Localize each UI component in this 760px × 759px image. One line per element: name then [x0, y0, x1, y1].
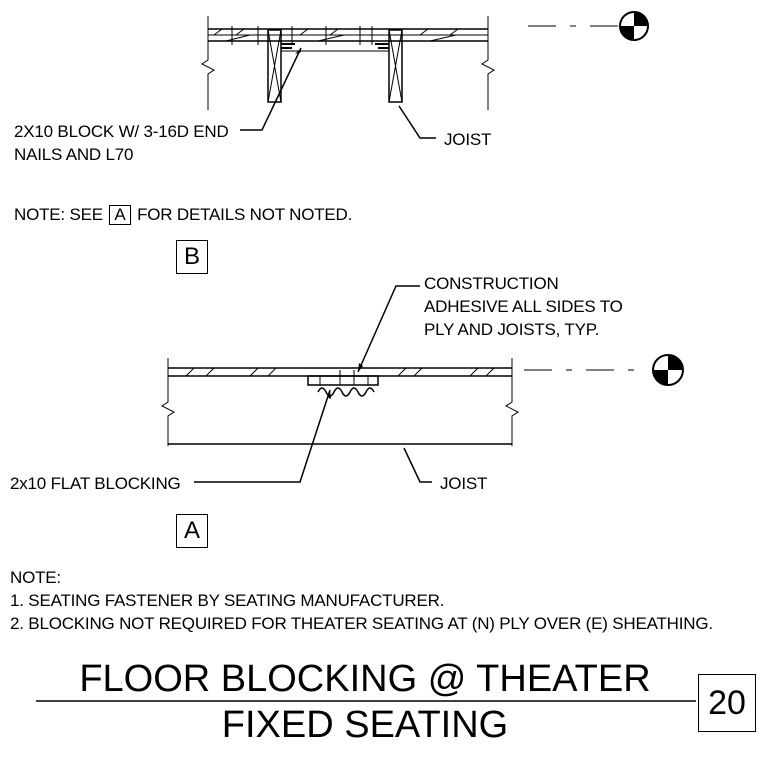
joist-callout-a: JOIST: [440, 474, 488, 493]
drawing-title-line1: FLOOR BLOCKING @ THEATER: [79, 658, 651, 700]
note-item-1: 1. SEATING FASTENER BY SEATING MANUFACTU…: [10, 591, 445, 610]
note-prefix: NOTE: SEE: [14, 205, 103, 224]
note-suffix: FOR DETAILS NOT NOTED.: [137, 205, 353, 224]
section-marker-icon: [619, 11, 649, 41]
block-callout-line1: 2X10 BLOCK W/ 3-16D END: [14, 122, 229, 141]
section-marker-icon: [652, 354, 684, 386]
detail-a-section: [161, 285, 684, 483]
drawing-title-line2: FIXED SEATING: [221, 704, 509, 746]
adhesive-callout-line1: CONSTRUCTION: [424, 274, 559, 293]
note-see-detail: NOTE: SEE A FOR DETAILS NOT NOTED.: [14, 204, 352, 225]
note-detail-ref: A: [109, 205, 131, 225]
adhesive-callout-line3: PLY AND JOISTS, TYP.: [424, 320, 600, 339]
joist-callout-b: JOIST: [444, 130, 492, 149]
adhesive-callout-line2: ADHESIVE ALL SIDES TO: [424, 297, 623, 316]
blocking-callout: 2x10 FLAT BLOCKING: [10, 474, 181, 493]
block-callout-line2: NAILS AND L70: [14, 145, 134, 164]
detail-tag-a: A: [176, 514, 208, 548]
detail-tag-b: B: [176, 240, 208, 274]
detail-number: 20: [698, 674, 756, 732]
note-item-2: 2. BLOCKING NOT REQUIRED FOR THEATER SEA…: [10, 614, 713, 633]
notes-heading: NOTE:: [10, 568, 61, 587]
detail-b-section: [201, 11, 649, 139]
